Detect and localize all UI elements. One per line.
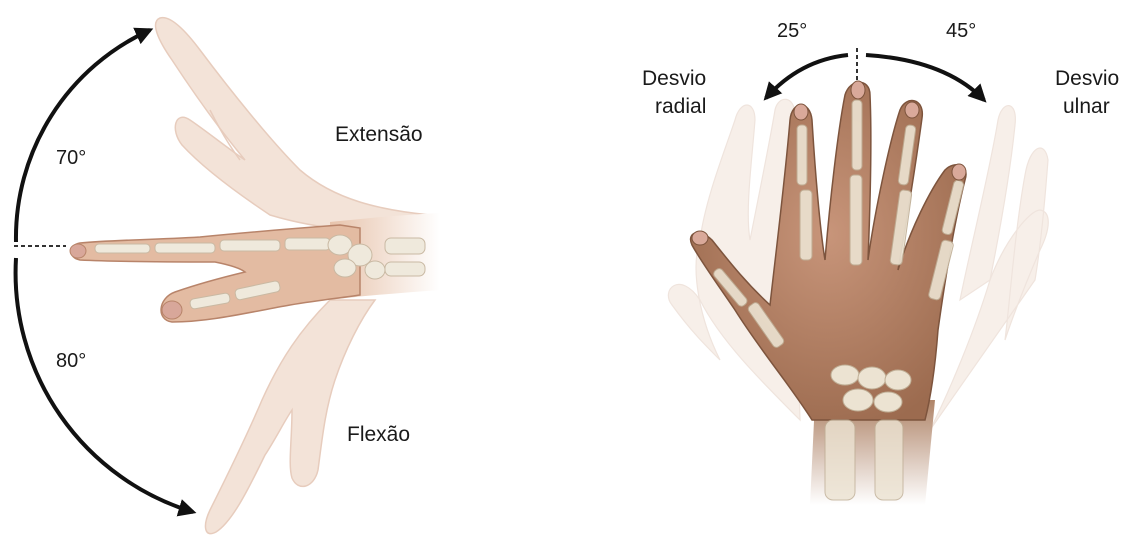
flexion-arrow [16,258,193,512]
ulnar-deviation-label-line2: ulnar [1063,95,1110,118]
radial-deviation-label-line2: radial [655,95,706,118]
right-panel-deviation: 25° 45° Desvio radial Desvio ulnar [642,20,1119,505]
left-panel-flexion-extension: 70° 80° Extensão Flexão [14,18,440,534]
radial-deviation-arrow [766,55,848,98]
radial-angle-label: 25° [777,20,807,42]
flexion-angle-label: 80° [56,350,86,372]
extension-angle-label: 70° [56,147,86,169]
ulnar-deviation-label-line1: Desvio [1055,67,1119,90]
radial-deviation-label-line1: Desvio [642,67,706,90]
ulnar-angle-label: 45° [946,20,976,42]
flexion-label: Flexão [347,423,410,446]
ulnar-deviation-arrow [866,55,984,100]
flexed-hand-ghost [205,300,375,534]
extension-arrow [16,30,150,242]
extension-label: Extensão [335,123,423,146]
